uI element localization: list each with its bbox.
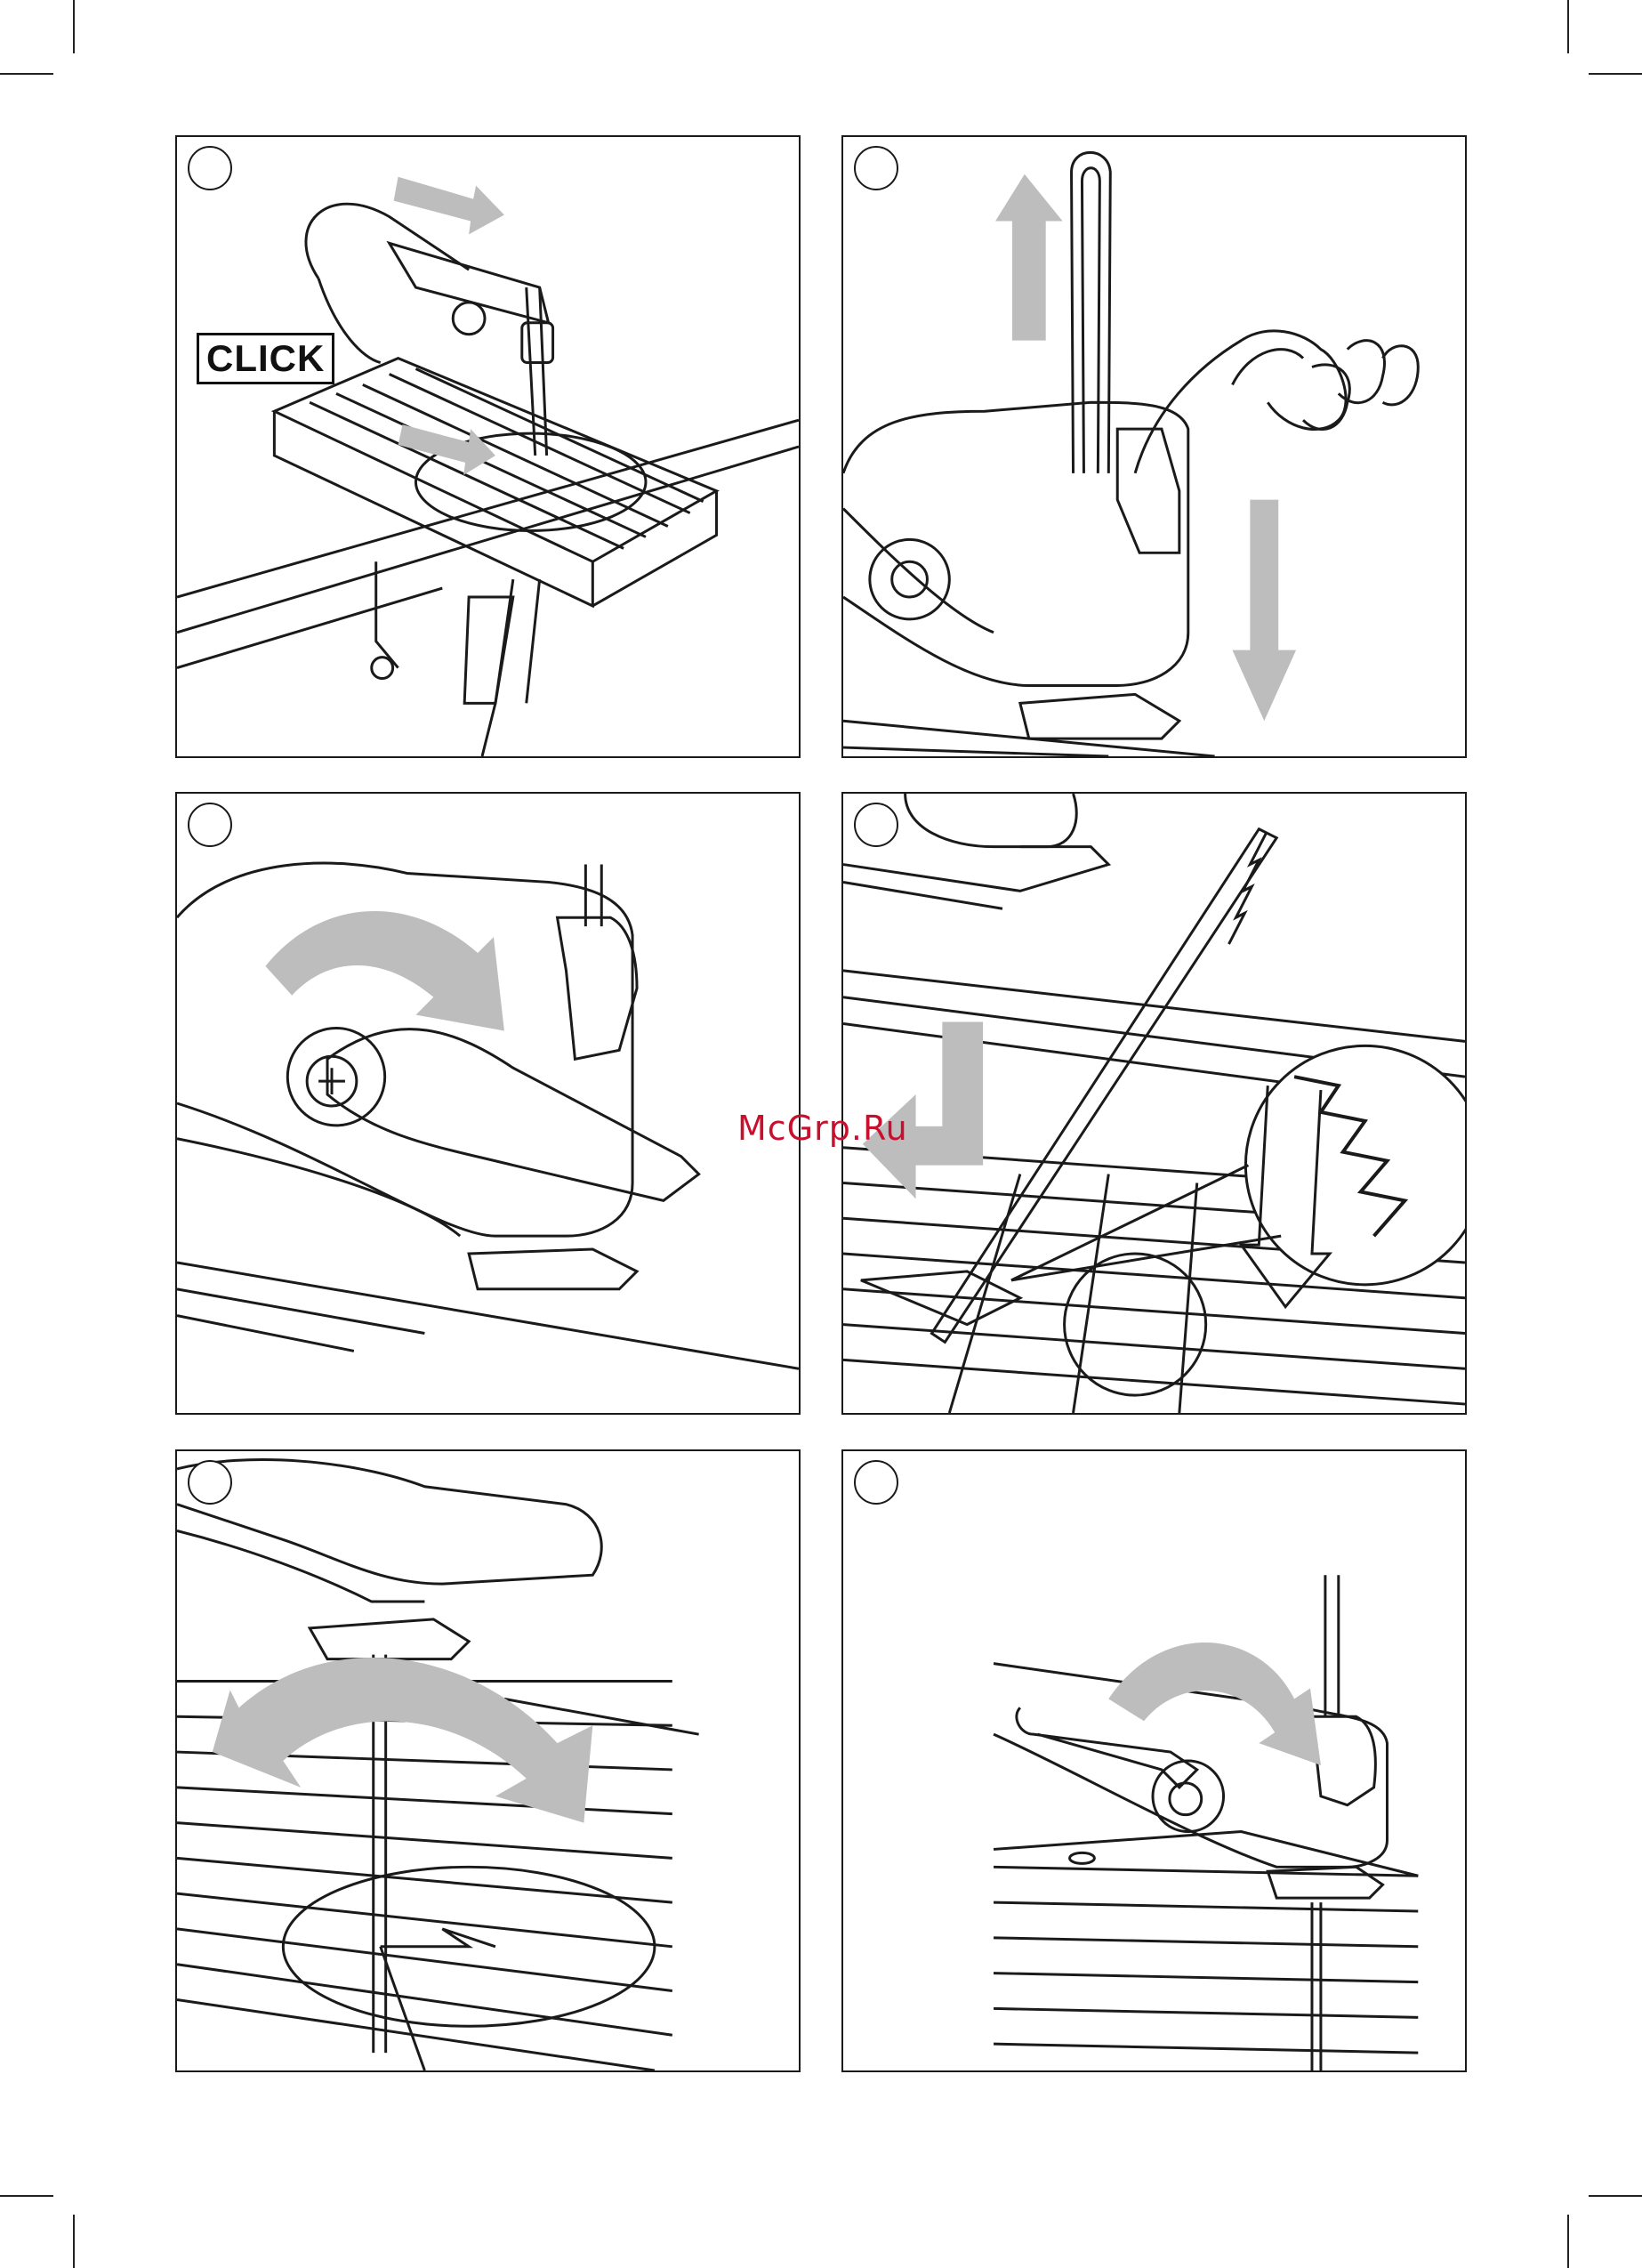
blade-into-table-slot-drawing: [177, 1451, 799, 2070]
watermark: McGrp.Ru: [737, 1109, 908, 1148]
crop-mark: [1589, 73, 1642, 75]
crop-mark: [1567, 0, 1569, 53]
illustration-panel-5: [175, 1449, 801, 2072]
step-number-circle: [188, 803, 232, 847]
illustration-panel-6: [841, 1449, 1467, 2072]
crop-mark: [73, 0, 75, 53]
illustration-panel-1: CLICK: [175, 135, 801, 758]
crop-mark: [0, 2195, 53, 2197]
clamp-knob-tighten-drawing: [843, 1451, 1465, 2070]
step-number-circle: [854, 146, 898, 190]
crop-mark: [73, 2215, 75, 2268]
illustration-panel-2: [841, 135, 1467, 758]
crop-mark: [1589, 2195, 1642, 2197]
crop-mark: [1567, 2215, 1569, 2268]
crop-mark: [0, 73, 53, 75]
illustration-panel-4: [841, 792, 1467, 1415]
saw-mounted-on-table-drawing: [177, 137, 799, 756]
step-number-circle: [188, 1460, 232, 1505]
clamp-knob-rotation-drawing: [177, 794, 799, 1413]
step-number-circle: [854, 1460, 898, 1505]
step-number-circle: [188, 146, 232, 190]
step-number-circle: [854, 803, 898, 847]
click-callout: CLICK: [197, 333, 334, 384]
illustration-panel-3: [175, 792, 801, 1415]
blade-insert-teeth-down-drawing: [843, 794, 1465, 1413]
blade-holder-pull-up-drawing: [843, 137, 1465, 756]
